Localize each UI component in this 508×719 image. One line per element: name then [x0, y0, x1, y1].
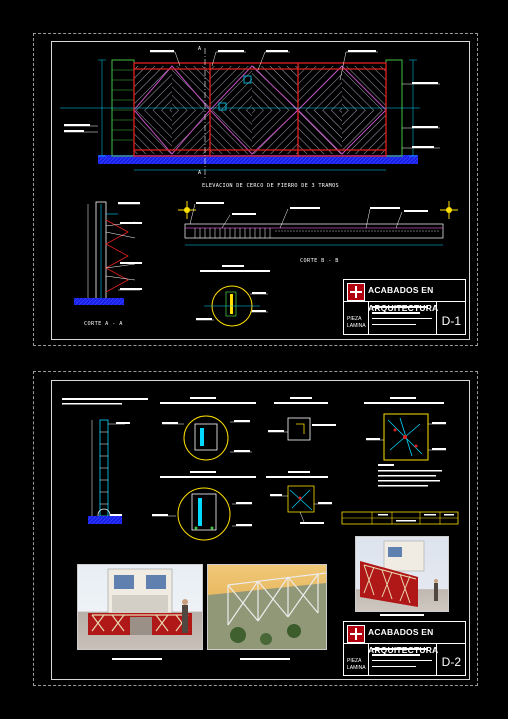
sheet-1-frame: [33, 33, 478, 346]
pieza-label: PIEZA: [347, 658, 362, 664]
sheet-2-border: [51, 380, 470, 680]
fence-elevation: [60, 48, 440, 178]
detail-circle-1: [196, 265, 270, 327]
studio-name: ACABADOS EN ARQUITECTURA: [368, 627, 439, 655]
section-b-title: CORTE B - B: [300, 258, 339, 264]
sheet-1-border: [51, 41, 470, 340]
section-a-a: [74, 201, 142, 305]
sheet-code: D-1: [441, 314, 461, 328]
photo-caption-1: [112, 658, 162, 660]
sheet-2-frame: [33, 371, 478, 686]
logo-cross-icon: [347, 283, 365, 301]
render-photo-garden: [207, 564, 327, 650]
title-block-2: ACABADOS EN ARQUITECTURA PIEZA LAMINA D-…: [343, 621, 466, 676]
section-marker-a-bottom: A: [198, 170, 202, 176]
lamina-label: LAMINA: [347, 323, 366, 329]
logo-cross-icon: [347, 625, 365, 643]
elevation-title: ELEVACION DE CERCO DE FIERRO DE 3 TRAMOS: [202, 183, 339, 189]
photo-caption-2: [240, 658, 290, 660]
lamina-label: LAMINA: [347, 665, 366, 671]
section-marker-a-top: A: [198, 46, 202, 52]
studio-name: ACABADOS EN ARQUITECTURA: [368, 285, 439, 313]
pieza-label: PIEZA: [347, 316, 362, 322]
ground-strip: [98, 155, 418, 164]
render-photo-side: [355, 536, 449, 612]
title-block-1: ACABADOS EN ARQUITECTURA PIEZA LAMINA D-…: [343, 279, 466, 335]
render-photo-front: [77, 564, 203, 650]
sheet-2-drawings: [62, 397, 459, 541]
sheet-code: D-2: [441, 655, 461, 669]
section-a-title: CORTE A - A: [84, 321, 123, 327]
photo-caption-3: [380, 614, 424, 616]
section-b-b: [178, 201, 458, 246]
